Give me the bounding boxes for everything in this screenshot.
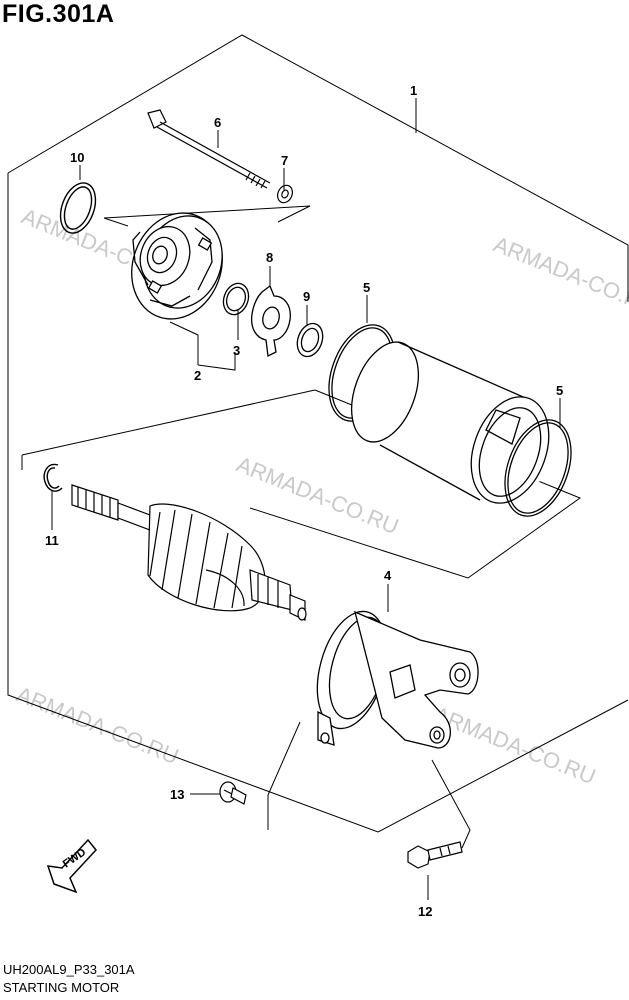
part-12-bolt — [407, 841, 463, 869]
part-7-washer — [277, 184, 293, 204]
callout-5b: 5 — [556, 383, 563, 398]
callout-11: 11 — [45, 533, 59, 548]
watermark: ARMADA-CO.RU — [490, 231, 629, 319]
part-5-o-ring-lower — [504, 419, 572, 517]
callout-4: 4 — [384, 568, 392, 583]
callout-8: 8 — [266, 250, 273, 265]
diagram-code: UH200AL9_P33_301A — [3, 962, 135, 977]
watermark: ARMADA-CO.RU — [233, 451, 402, 539]
callout-9: 9 — [303, 289, 310, 304]
callout-3: 3 — [233, 343, 240, 358]
callout-12: 12 — [418, 904, 432, 919]
watermark: ARMADA-CO.RU — [13, 681, 182, 769]
figure-title: FIG.301A — [2, 0, 115, 28]
callout-6: 6 — [214, 115, 221, 130]
callout-5a: 5 — [363, 280, 370, 295]
part-9-washer — [296, 322, 324, 358]
part-4-front-housing — [316, 610, 479, 749]
callout-1: 1 — [410, 83, 417, 98]
callout-10: 10 — [70, 150, 84, 165]
fwd-arrow: FWD — [46, 838, 97, 894]
callout-13: 13 — [170, 787, 184, 802]
callout-2: 2 — [194, 368, 201, 383]
part-13-screw — [219, 781, 247, 805]
part-3-o-ring — [222, 282, 250, 316]
part-6-bolt — [147, 109, 271, 189]
part-2-rear-cover — [131, 212, 223, 320]
callout-7: 7 — [281, 153, 288, 168]
part-10-o-ring — [59, 182, 97, 234]
diagram-caption: STARTING MOTOR — [3, 980, 120, 995]
part-11-circlip — [43, 463, 63, 492]
watermark: ARMADA-CO.RU — [430, 701, 599, 789]
part-1-yoke — [351, 341, 550, 504]
part-8-plate — [250, 284, 291, 357]
assembly-outline — [7, 34, 629, 833]
armature — [71, 484, 307, 621]
callout-labels: 1 2 3 4 5 5 6 7 8 9 10 11 12 13 — [45, 83, 563, 919]
